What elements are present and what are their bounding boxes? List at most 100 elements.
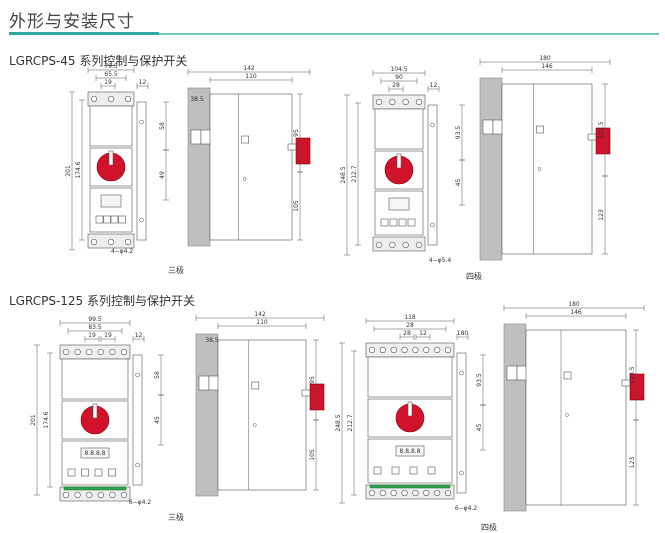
- section-heading-lgrcps-125: LGRCPS-125 系列控制与保护开关: [9, 294, 196, 308]
- dimension-label: 28: [392, 82, 400, 89]
- mounting-rail: [456, 352, 467, 494]
- terminal-screw: [423, 346, 430, 354]
- indicator-square: [536, 125, 544, 134]
- terminal-screw: [120, 491, 128, 499]
- button-icon: [427, 466, 436, 475]
- mounting-rail: [136, 101, 147, 241]
- rail-clip: [190, 129, 202, 145]
- terminal-screw: [375, 241, 383, 249]
- terminal-screw: [401, 489, 408, 497]
- terminal-screw: [109, 348, 116, 356]
- screw-icon: [253, 423, 257, 427]
- dimension-label: 19: [104, 79, 112, 86]
- section-heading-lgrcps-45: LGRCPS-45 系列控制与保护开关: [9, 54, 188, 68]
- display-readout: 8.8.8.8: [85, 450, 106, 457]
- terminal-screw: [389, 98, 396, 106]
- upper-panel: [367, 356, 453, 398]
- button-icon: [110, 215, 119, 224]
- terminal-screw: [107, 238, 115, 246]
- dimension-label: 12: [419, 330, 427, 337]
- button-icon: [373, 466, 382, 475]
- terminal-strip-green: [63, 486, 127, 491]
- mounting-hole: [430, 222, 435, 228]
- mounting-hole: [459, 470, 464, 476]
- dimension-label: 104.5: [390, 66, 407, 73]
- knob-handle: [108, 150, 114, 166]
- dimension-label: 45: [154, 416, 161, 424]
- dimension-label: 123.5: [598, 121, 605, 138]
- button-icon: [398, 218, 407, 227]
- dimension-label: 110: [245, 73, 257, 80]
- button-icon: [108, 468, 116, 477]
- terminal-screw: [375, 98, 383, 106]
- hole-spec: 4−φ5.4: [429, 257, 452, 264]
- button-icon: [67, 468, 76, 477]
- side-red-knob: [295, 137, 311, 165]
- knob-handle: [92, 403, 98, 419]
- control-module: [61, 440, 129, 486]
- button-icon: [409, 466, 418, 475]
- dimension-label: 142: [254, 311, 266, 318]
- dimension-label: 95: [309, 376, 316, 384]
- dimension-label: 38.5: [190, 96, 204, 103]
- dimension-label: 174.6: [43, 411, 50, 428]
- dimension-label: 12: [135, 332, 143, 339]
- caption-4p-45: 四极: [466, 272, 482, 281]
- display-readout: 8.8.8.8: [400, 448, 421, 455]
- rail-clip: [208, 375, 220, 391]
- dimension-label: 248.5: [340, 166, 347, 183]
- button-icon: [103, 215, 111, 224]
- terminal-screw: [412, 346, 419, 354]
- mounting-hole: [459, 370, 464, 376]
- dimension-label: 212.7: [347, 414, 354, 431]
- terminal-screw: [74, 491, 81, 499]
- dimension-label: 49: [159, 171, 166, 179]
- upper-panel: [61, 358, 129, 400]
- mounting-hole: [135, 372, 140, 378]
- dimension-label: 99.5: [88, 316, 102, 323]
- terminal-screw: [120, 348, 128, 356]
- button-icon: [389, 218, 398, 227]
- terminal-block-top: [59, 344, 131, 360]
- dimension-label: 12: [430, 82, 438, 89]
- terminal-strip-green: [369, 484, 451, 489]
- terminal-screw: [109, 491, 116, 499]
- screw-icon: [242, 177, 247, 181]
- terminal-screw: [412, 489, 419, 497]
- terminal-screw: [379, 346, 386, 354]
- side-red-knob: [309, 383, 325, 411]
- terminal-screw: [107, 95, 115, 103]
- mounting-rail: [427, 104, 438, 246]
- mounting-hole: [135, 462, 140, 468]
- dimension-label: 19: [104, 332, 112, 339]
- rail-clip: [198, 375, 210, 391]
- terminal-screw: [62, 348, 70, 356]
- terminal-screw: [97, 491, 104, 499]
- control-module: [89, 187, 133, 233]
- terminal-screw: [86, 348, 93, 356]
- mounting-hole: [139, 119, 144, 125]
- dimension-label: 58: [159, 122, 166, 130]
- terminal-screw: [390, 489, 397, 497]
- screw-icon: [537, 167, 542, 171]
- digital-display: [80, 447, 110, 459]
- terminal-screw: [90, 238, 98, 246]
- button-icon: [94, 468, 103, 477]
- terminal-screw: [444, 489, 452, 497]
- upper-panel: [374, 108, 424, 150]
- dimension-label: 212.7: [351, 165, 358, 182]
- title-divider: [9, 33, 659, 35]
- side-body: [501, 83, 593, 255]
- terminal-screw: [74, 348, 81, 356]
- terminal-block-top: [365, 342, 455, 358]
- terminal-screw: [379, 489, 386, 497]
- dimension-label: 118: [404, 314, 416, 321]
- caption-3p-45: 三极: [168, 266, 184, 275]
- knob-handle: [407, 401, 413, 417]
- terminal-screw: [402, 98, 409, 106]
- dimension-label: 105: [309, 449, 316, 461]
- side-red-knob: [595, 127, 611, 155]
- dimension-label: 93.5: [455, 126, 462, 140]
- dimension-label: 45: [476, 424, 483, 432]
